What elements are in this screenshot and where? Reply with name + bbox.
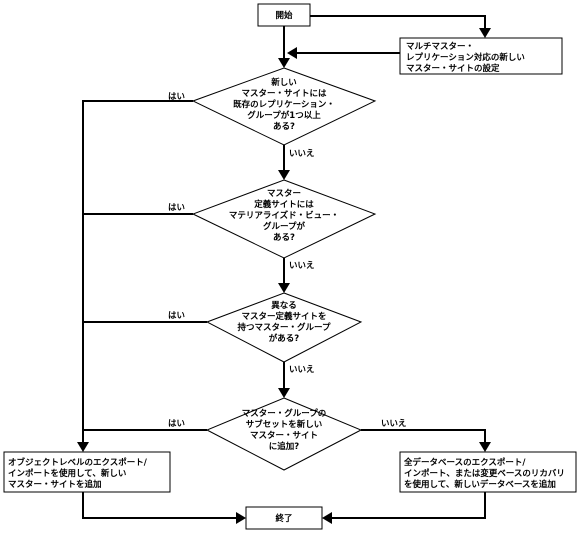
- setup-node: マルチマスター・ レプリケーション対応の新しい マスター・サイトの設定: [399, 37, 563, 75]
- decision-q1: 新しい マスター・サイトには 既存のレプリケーション・ グループが1つ以上 ある…: [191, 67, 377, 146]
- arrowhead-q1-side: [287, 47, 297, 59]
- line-q4-no: [361, 429, 486, 442]
- arrowhead-right-action: [479, 442, 491, 452]
- connectors: [82, 15, 486, 519]
- left-action-node: オブジェクトレベルのエクスポート/ インポートを使用して、新しい マスター・サイ…: [3, 451, 171, 493]
- q2-line-2: 定義サイトには: [253, 199, 314, 210]
- arrowhead-q1: [278, 58, 290, 68]
- left-action-line-1: オブジェクトレベルのエクスポート/: [8, 457, 148, 468]
- start-node: 開始: [257, 3, 311, 27]
- q1-line-1: 新しい: [271, 77, 297, 88]
- q4-line-1: マスター・グループの: [242, 408, 327, 419]
- q1-line-4: グループが1つ以上: [247, 110, 321, 121]
- right-action-line-3: を使用して、新しいデータベースを追加: [404, 479, 556, 490]
- setup-line-1: マルチマスター・: [406, 41, 474, 52]
- branch-labels: はい いいえ はい いいえ はい いいえ はい いいえ: [168, 92, 407, 429]
- label-q2-no: いいえ: [289, 261, 315, 271]
- arrowhead-end-left: [236, 512, 246, 524]
- right-action-line-1: 全データベースのエクスポート/: [403, 457, 526, 468]
- q1-line-3: 既存のレプリケーション・: [233, 99, 335, 110]
- arrow-start-to-setup: [310, 15, 486, 28]
- left-action-line-3: マスター・サイトを追加: [8, 479, 102, 490]
- right-action-line-2: インポート、または変更ベースのリカバリ: [404, 468, 565, 479]
- q4-line-4: に追加?: [269, 441, 300, 452]
- q4-line-3: マスター・サイト: [250, 430, 318, 441]
- left-action-line-2: インポートを使用して、新しい: [8, 468, 126, 479]
- setup-line-3: マスター・サイトの設定: [406, 63, 500, 74]
- label-q2-yes: はい: [168, 203, 185, 213]
- q1-line-2: マスター・サイトには: [241, 88, 327, 99]
- arrowhead-q3: [278, 283, 290, 293]
- label-q1-no: いいえ: [289, 149, 315, 159]
- q2-line-3: マテリアライズド・ビュー・: [229, 210, 339, 221]
- start-node-text: 開始: [275, 10, 293, 21]
- decision-q4: マスター・グループの サブセットを新しい マスター・サイト に追加?: [205, 397, 363, 471]
- q2-line-1: マスター: [267, 188, 301, 199]
- q3-line-1: 異なる: [271, 300, 297, 311]
- q3-line-4: がある?: [269, 333, 300, 344]
- q4-line-2: サブセットを新しい: [246, 419, 323, 430]
- arrowhead-q4: [278, 388, 290, 398]
- line-q1-yes: [82, 100, 193, 442]
- decision-q2: マスター 定義サイトには マテリアライズド・ビュー・ グループが ある?: [191, 179, 377, 259]
- arrow-left-to-end: [82, 492, 236, 519]
- end-node: 終了: [245, 506, 323, 530]
- right-action-node: 全データベースのエクスポート/ インポート、または変更ベースのリカバリ を使用し…: [399, 451, 577, 493]
- q2-line-4: グループが: [263, 221, 305, 232]
- arrowhead-setup: [479, 28, 491, 38]
- decision-q3: 異なる マスター定義サイトを 持つマスター・グループ がある?: [205, 292, 363, 363]
- q3-line-3: 持つマスター・グループ: [238, 322, 331, 333]
- arrow-heads: [77, 28, 491, 524]
- arrow-right-to-end: [332, 492, 486, 519]
- arrowhead-left-action: [77, 442, 89, 452]
- label-q1-yes: はい: [168, 92, 185, 102]
- end-node-text: 終了: [275, 513, 292, 524]
- label-q4-no: いいえ: [381, 419, 407, 429]
- label-q4-yes: はい: [168, 419, 185, 429]
- setup-line-2: レプリケーション対応の新しい: [406, 52, 525, 63]
- q2-line-5: ある?: [273, 233, 295, 243]
- arrowhead-end-right: [322, 512, 332, 524]
- arrowhead-q2: [278, 170, 290, 180]
- q1-line-5: ある?: [273, 122, 295, 132]
- q3-line-2: マスター定義サイトを: [241, 311, 326, 322]
- label-q3-yes: はい: [168, 311, 185, 321]
- label-q3-no: いいえ: [289, 365, 315, 375]
